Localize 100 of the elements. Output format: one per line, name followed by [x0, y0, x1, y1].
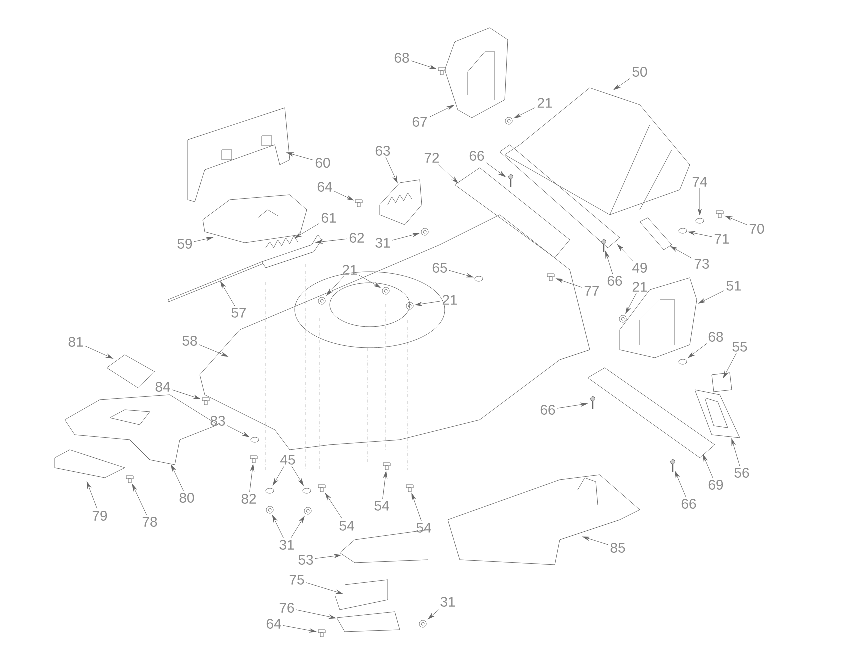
leader-arrow [698, 188, 702, 216]
leader-arrow [220, 282, 236, 307]
callout-number: 72 [424, 153, 440, 163]
callout-number: 66 [540, 405, 556, 415]
callout-number: 59 [178, 239, 192, 249]
bolt [318, 630, 326, 638]
callout-number: 61 [322, 213, 336, 223]
leader-arrow [412, 493, 422, 522]
callout-number: 54 [340, 521, 354, 531]
pin [590, 396, 596, 409]
leader-arrow [606, 251, 614, 275]
rear-cover [188, 108, 290, 202]
callout-number: 77 [584, 286, 600, 296]
pin [602, 240, 606, 252]
callout-number: 75 [290, 575, 304, 585]
callout-number: 70 [750, 224, 764, 234]
callout-number: 57 [232, 308, 246, 318]
leader-arrow [272, 466, 284, 486]
callout-number: 68 [708, 332, 724, 342]
callout-number: 53 [298, 555, 314, 565]
leader-arrow [283, 626, 317, 633]
leader-arrow [290, 516, 305, 539]
leader-arrow [296, 610, 336, 619]
pin [508, 174, 514, 187]
washer [696, 218, 704, 224]
bolt [438, 68, 446, 76]
bolt [383, 462, 391, 470]
leader-arrow [315, 554, 342, 559]
leader-arrow [292, 466, 304, 486]
leader-arrow [250, 464, 254, 493]
nut [419, 620, 427, 628]
leader-arrow [272, 515, 284, 539]
leader-arrow [698, 290, 725, 304]
callout-number: 31 [376, 238, 390, 248]
leader-arrow [306, 582, 344, 594]
nut [421, 228, 429, 236]
callout-number: 85 [610, 543, 626, 553]
roller [588, 368, 716, 458]
callout-number: 21 [632, 282, 648, 292]
callout-number: 69 [708, 480, 724, 490]
leader-arrow [626, 293, 637, 314]
leader-arrow [359, 275, 381, 288]
leader-arrow [316, 238, 348, 244]
callout-number: 50 [632, 67, 648, 77]
callout-number: 64 [266, 619, 282, 629]
spring [266, 236, 298, 248]
bolt [716, 210, 724, 218]
bolt [318, 484, 326, 492]
bolt [355, 200, 363, 208]
leader-arrow [582, 536, 609, 546]
callout-number: 56 [734, 468, 750, 478]
leader-arrow [557, 402, 588, 409]
callout-number: 80 [180, 493, 194, 503]
leader-arrow [415, 301, 441, 306]
leader-arrow [725, 216, 748, 226]
skirt [54, 450, 126, 478]
ring [678, 359, 688, 365]
callout-number: 73 [694, 259, 710, 269]
nut [304, 507, 312, 515]
callout-number: 55 [732, 342, 748, 352]
callout-number: 84 [156, 382, 170, 392]
bolt [406, 484, 414, 492]
leader-arrow [429, 105, 454, 118]
leader-arrow [449, 270, 474, 278]
callout-number: 68 [394, 53, 410, 63]
bolt [202, 398, 210, 406]
callout-number: 45 [280, 455, 296, 465]
leader-arrow [514, 108, 536, 118]
nut [266, 506, 274, 514]
bolt [250, 456, 258, 464]
washer [302, 488, 312, 494]
leader-arrow [326, 276, 344, 296]
callout-number: 60 [316, 158, 330, 168]
leader-arrow [172, 390, 201, 400]
leader-arrow [199, 344, 228, 357]
callout-number: 21 [538, 98, 552, 108]
height-plate [380, 180, 422, 226]
leader-arrow [382, 471, 388, 500]
leader-arrow [286, 152, 314, 161]
flap [694, 390, 740, 438]
leader-arrow [688, 343, 708, 358]
leader-arrow [688, 231, 713, 238]
callout-number: 74 [692, 177, 708, 187]
rear-flap-bar [454, 168, 570, 258]
washer [678, 228, 688, 234]
callout-number: 82 [242, 494, 256, 504]
callout-number: 66 [608, 276, 622, 286]
callout-number: 71 [714, 234, 730, 244]
leader-arrow [732, 438, 740, 467]
pad [106, 354, 156, 388]
callout-number: 83 [210, 416, 226, 426]
callout-number: 66 [682, 499, 696, 509]
callout-number: 51 [726, 281, 742, 291]
leader-arrow [703, 454, 714, 479]
callout-number: 62 [350, 233, 364, 243]
handle-cover [202, 194, 308, 244]
leader-arrow [334, 191, 354, 201]
leader-arrow [227, 426, 250, 438]
pin [670, 460, 676, 472]
hinge-rod [500, 144, 620, 248]
